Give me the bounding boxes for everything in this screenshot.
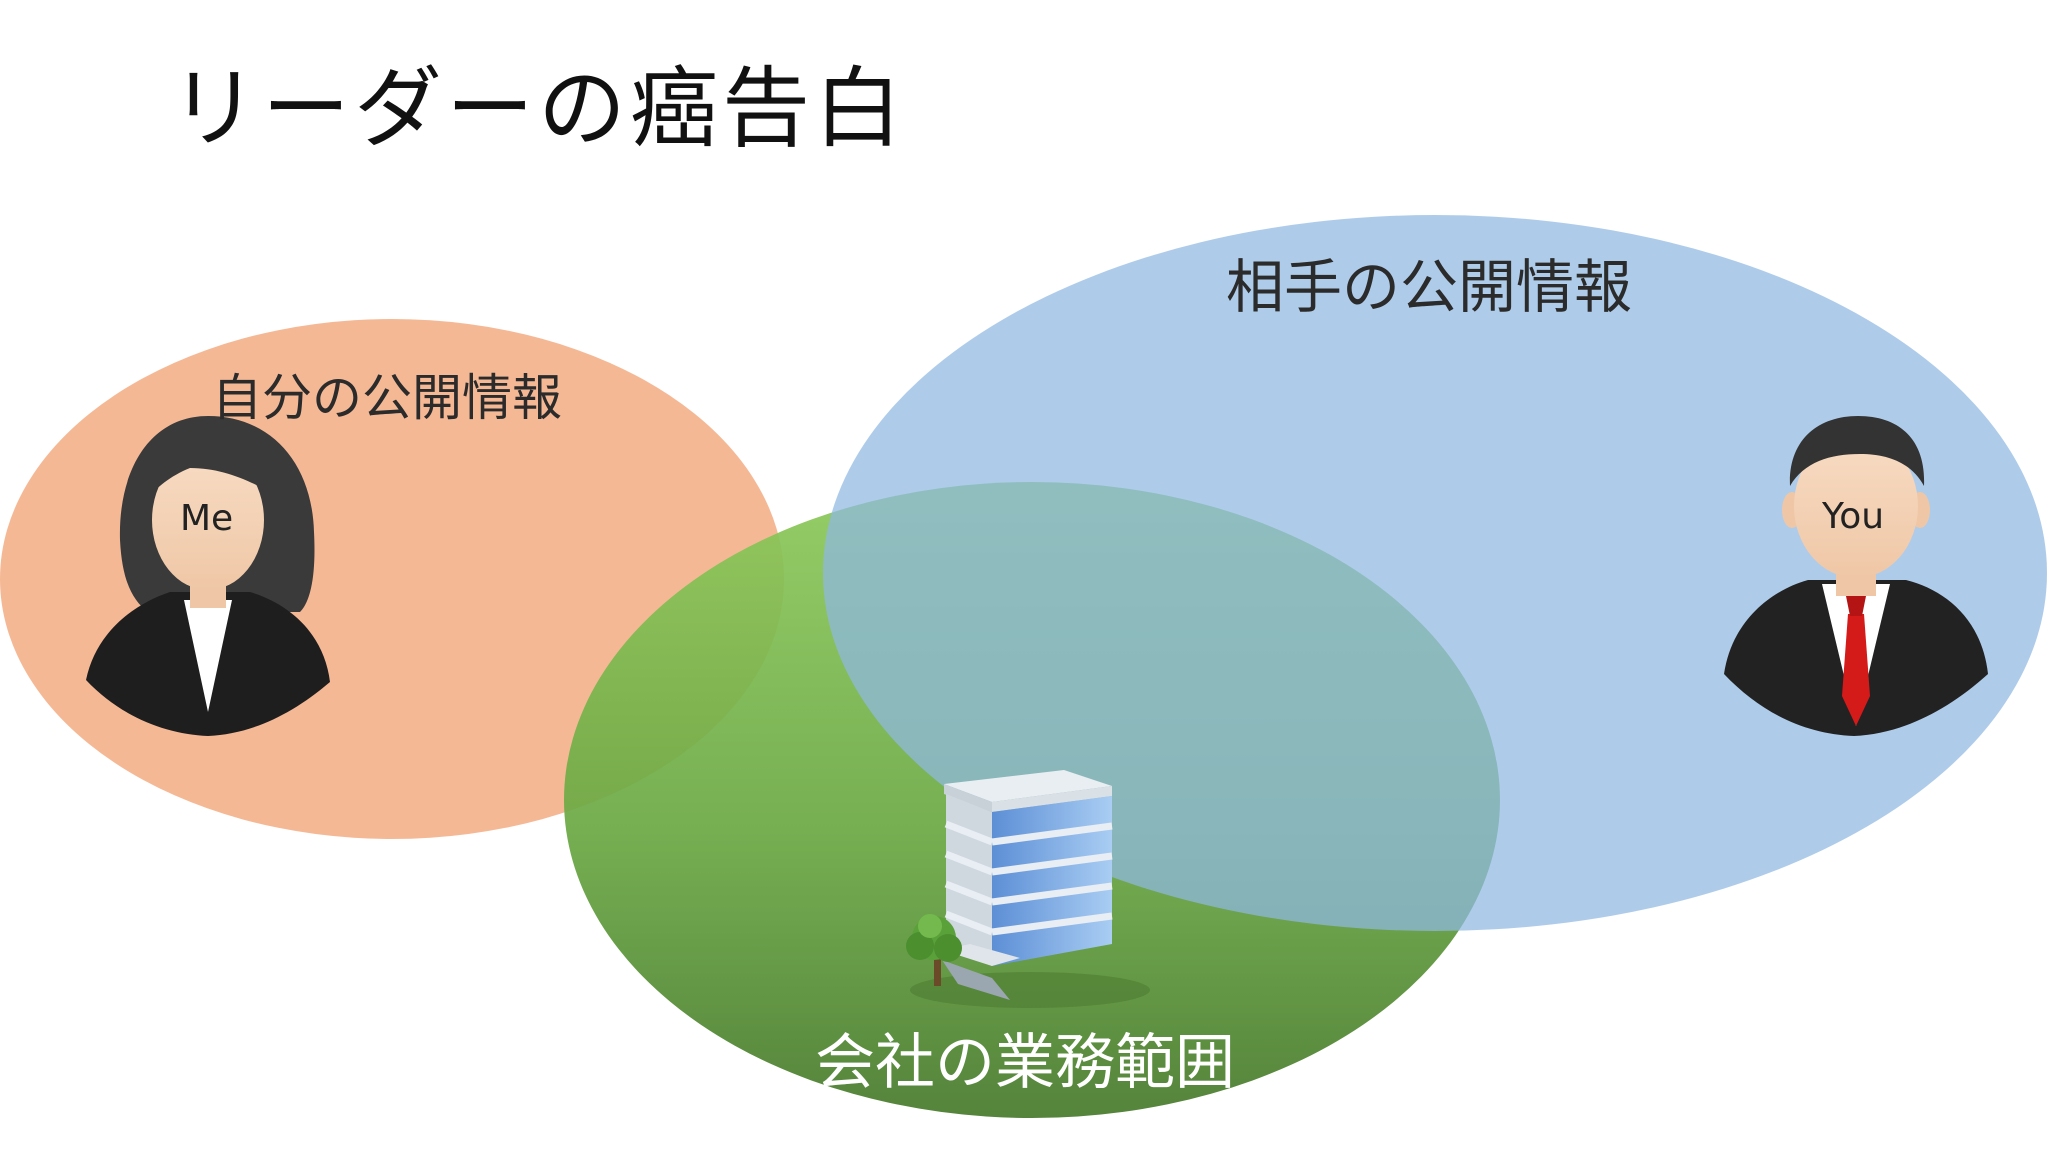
set-mine-label: 自分の公開情報 xyxy=(212,369,562,427)
office-building-icon xyxy=(906,770,1150,1008)
set-theirs-label: 相手の公開情報 xyxy=(1226,253,1633,321)
you-label: You xyxy=(1822,496,1885,537)
businesswoman-icon xyxy=(86,416,330,736)
me-label: Me xyxy=(180,498,234,539)
set-company-label: 会社の業務範囲 xyxy=(815,1028,1235,1098)
slide-title: リーダーの癌告白 xyxy=(170,57,907,160)
businessman-icon xyxy=(1724,416,1988,736)
set-theirs-ellipse xyxy=(823,215,2047,931)
